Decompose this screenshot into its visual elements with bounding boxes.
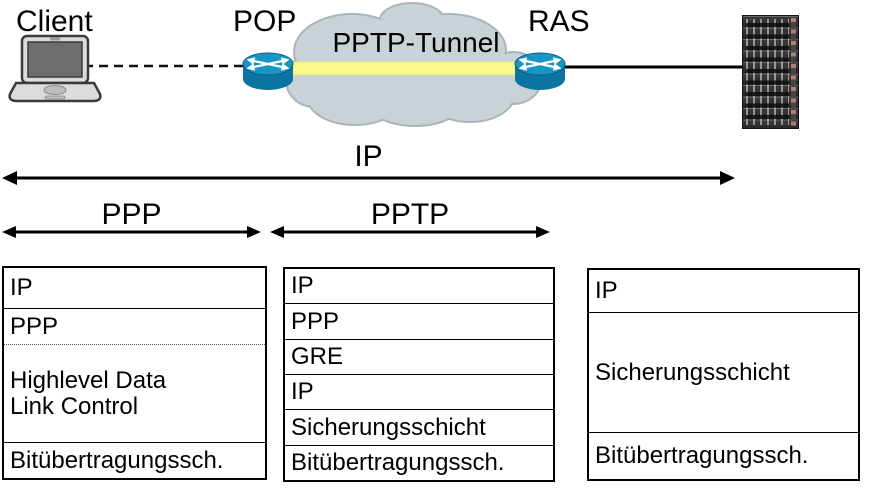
stack-row: Bitübertragungssch. [285,444,553,480]
stack-row: IP [10,274,33,302]
pptp-span-label: PPTP [370,198,450,231]
client-label: Client [16,5,93,38]
server-rack-image [742,15,799,129]
stack-row: Bitübertragungssch. [589,432,858,479]
stack-row: IP [291,272,314,300]
pop-label: POP [233,5,297,38]
stack-row: IP [595,277,618,305]
ppp-span-label: PPP [101,198,162,231]
diagram-canvas [2,2,742,238]
stack-row: PPP [285,303,553,338]
laptop-icon [8,34,102,103]
ip-span-arrow [2,171,735,185]
stack-row: Bitübertragungssch. [4,442,265,478]
client-protocol-stack: IP PPP Highlevel Data Link Control Bitüb… [2,266,267,480]
stack-row: IP [285,373,553,409]
tunnel-protocol-stack: IP PPP GRE IP Sicherungsschicht Bitübert… [283,267,555,482]
stack-row: Sicherungsschicht [285,409,553,444]
ras-label: RAS [528,5,590,38]
stack-row: GRE [285,338,553,374]
pptp-tunnel-label: PPTP-Tunnel [332,27,500,58]
server-protocol-stack: IP Sicherungsschicht Bitübertragungssch. [587,268,860,481]
pptp-span-arrow [270,226,550,238]
pop-router-icon [242,52,294,90]
ppp-span-arrow [2,226,261,238]
pptp-tunnel-bar [265,61,541,76]
stack-row: Sicherungsschicht [589,312,858,432]
stack-row: PPP [4,308,265,344]
ip-span-label: IP [354,140,383,173]
stack-row: Highlevel Data Link Control [4,344,265,442]
ras-router-icon [514,52,566,90]
